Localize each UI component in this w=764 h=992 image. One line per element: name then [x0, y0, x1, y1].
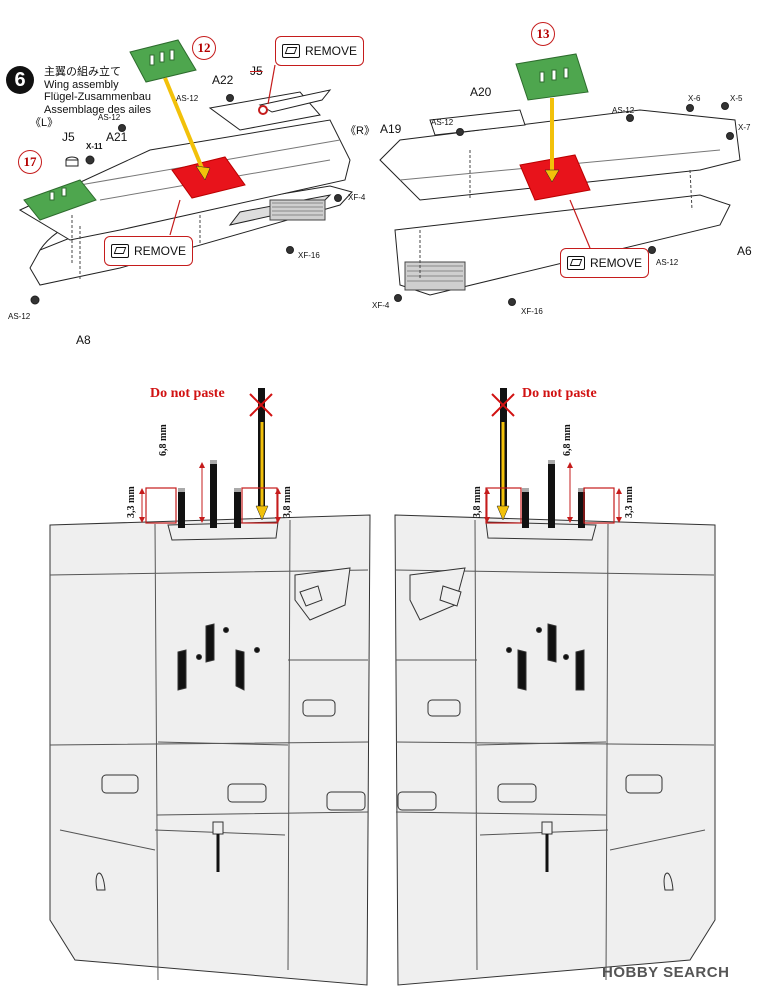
label-xf4-left: XF-4: [348, 193, 366, 202]
right-wing-planform: [394, 514, 716, 986]
left-side-mark: 《L》: [30, 117, 59, 129]
right-wing-assembly: [379, 53, 741, 306]
remove-callout-right: REMOVE: [560, 248, 650, 278]
label-as12-left: AS-12: [98, 113, 121, 122]
callout-12: 12: [192, 36, 216, 60]
left-antennas: [139, 388, 281, 528]
label-as12-top: AS-12: [176, 94, 199, 103]
label-xf4-right: XF-4: [372, 301, 390, 310]
left-wing-assembly: [18, 39, 353, 305]
label-a20: A20: [470, 85, 492, 99]
dim-left-right: 3,8 mm: [282, 486, 293, 518]
title-jp: 主翼の組み立て: [44, 66, 121, 78]
dim-right-tall: 6,8 mm: [562, 424, 573, 456]
label-a6: A6: [737, 244, 752, 258]
label-j5: J5: [62, 130, 75, 144]
do-not-paste-left: Do not paste: [150, 386, 225, 401]
remove-label: REMOVE: [134, 244, 187, 258]
label-as12-right-top: AS-12: [612, 106, 635, 115]
title-fr: Assemblage des ailes: [44, 103, 152, 116]
dim-left-tall: 6,8 mm: [158, 424, 169, 456]
label-as12-right-left: AS-12: [431, 118, 454, 127]
label-as12-right-bottom: AS-12: [656, 258, 679, 267]
dim-left-left: 3,3 mm: [126, 486, 137, 518]
do-not-paste-right: Do not paste: [522, 386, 597, 401]
label-j5-crossed: J5: [250, 64, 263, 78]
label-xf16-right: XF-16: [521, 307, 543, 316]
remove-label: REMOVE: [590, 256, 643, 270]
label-a8: A8: [76, 333, 91, 347]
right-side-mark: 《R》: [345, 125, 375, 137]
dim-right-left: 3,8 mm: [472, 486, 483, 518]
right-antennas: [484, 388, 622, 528]
step-title: 主翼の組み立て Wing assembly Flügel-Zusammenbau…: [44, 66, 151, 116]
callout-12-label: 12: [197, 40, 211, 55]
assembly-drawings: [18, 39, 741, 306]
label-x7: X-7: [738, 123, 751, 132]
left-wing-planform: [49, 514, 371, 986]
step-number-badge: 6: [6, 66, 34, 94]
watermark-text: HOBBY SEARCH: [602, 964, 730, 981]
callout-17: 17: [18, 150, 42, 174]
watermark: HOBBY SEARCH: [602, 964, 729, 981]
label-x11: X-11: [86, 142, 103, 151]
callout-13: 13: [531, 22, 555, 46]
remove-callout-bottom: REMOVE: [104, 236, 194, 266]
remove-icon: [111, 244, 129, 258]
label-a22: A22: [212, 73, 234, 87]
label-xf16-left: XF-16: [298, 251, 320, 260]
callout-13-label: 13: [536, 26, 550, 41]
label-x6: X-6: [688, 94, 701, 103]
label-a21: A21: [106, 130, 128, 144]
remove-icon: [567, 256, 585, 270]
label-x5: X-5: [730, 94, 743, 103]
remove-icon: [282, 44, 300, 58]
label-as12-bottom: AS-12: [8, 312, 31, 321]
callout-17-label: 17: [23, 154, 37, 169]
remove-callout-top: REMOVE: [275, 36, 365, 66]
title-en: Wing assembly: [44, 78, 119, 91]
label-a19: A19: [380, 122, 402, 136]
step-number: 6: [14, 68, 26, 91]
title-de: Flügel-Zusammenbau: [44, 91, 151, 103]
remove-label: REMOVE: [305, 44, 358, 58]
dim-right-right: 3,3 mm: [624, 486, 635, 518]
wing-planforms: [49, 388, 716, 986]
